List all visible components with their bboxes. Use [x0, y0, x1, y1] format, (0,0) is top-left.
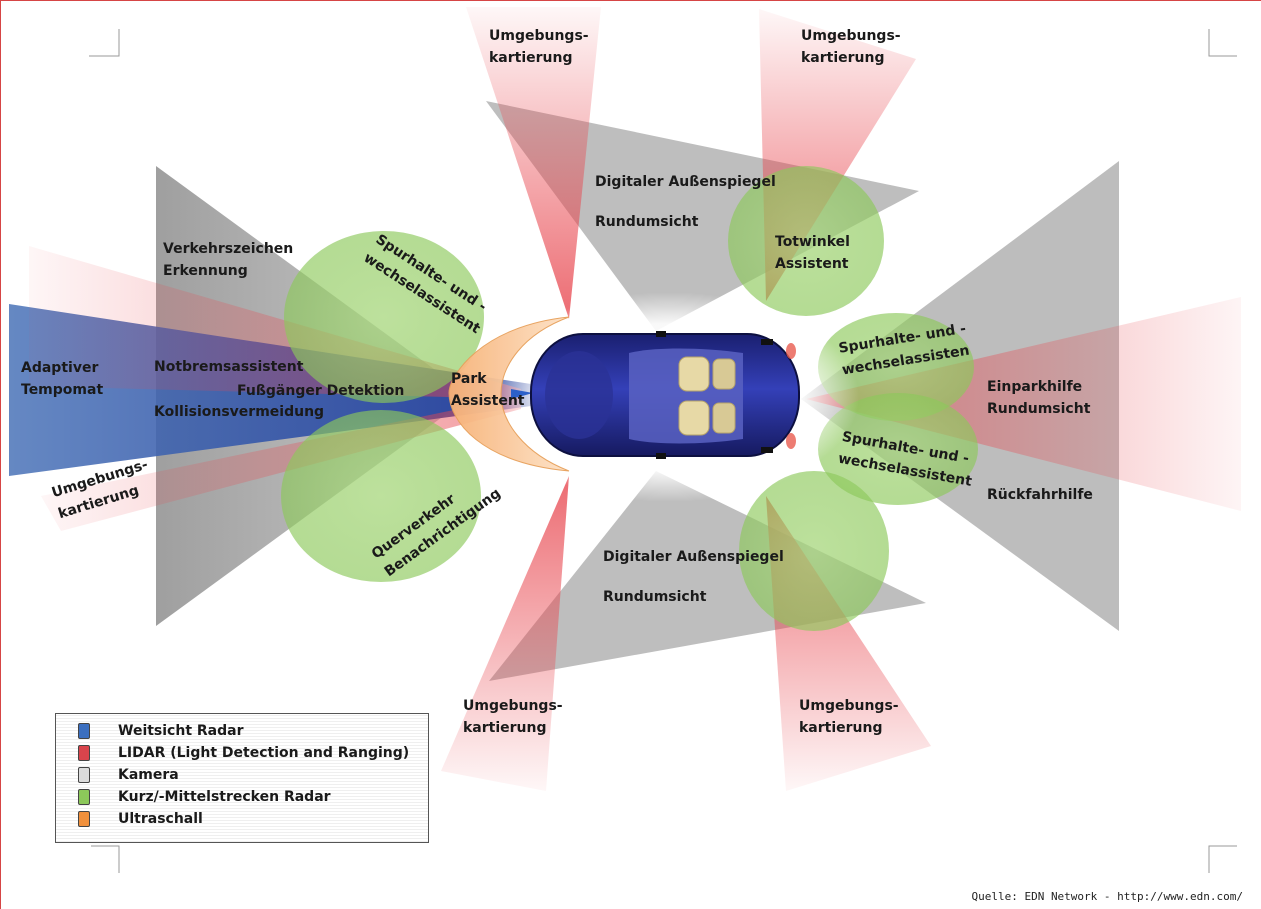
crop-mark-bottom-right: [1208, 845, 1237, 873]
legend-swatch: [78, 811, 90, 827]
label-umgebung-bottom-right: Umgebungs-kartierung: [799, 698, 899, 736]
legend-label: Ultraschall: [118, 811, 203, 827]
camera-sector-top: [486, 101, 919, 331]
car: [530, 331, 800, 459]
label-rueckfahrhilfe: Rückfahrhilfe: [987, 487, 1093, 503]
source-credit: Quelle: EDN Network - http://www.edn.com…: [971, 890, 1243, 903]
crop-mark-bottom-left: [91, 845, 120, 873]
legend-label: Kurz/-Mittelstrecken Radar: [118, 789, 331, 805]
radar-short-top-side: [728, 166, 884, 316]
legend-swatch: [78, 767, 90, 783]
legend-item-kamera: Kamera: [78, 764, 428, 786]
label-notbremsassistent: Notbremsassistent: [154, 359, 304, 375]
label-rundumsicht-bottom: Rundumsicht: [603, 589, 707, 605]
label-digital-mirror-top: Digitaler Außenspiegel: [595, 174, 776, 190]
legend-swatch: [78, 723, 90, 739]
crop-mark-top-right: [1208, 29, 1237, 57]
camera-sector-bottom: [489, 471, 926, 681]
legend-label: LIDAR (Light Detection and Ranging): [118, 745, 410, 761]
legend-label: Weitsicht Radar: [118, 723, 244, 739]
ultrasound-front: [448, 316, 570, 472]
legend-swatch: [78, 789, 90, 805]
label-rundumsicht-top: Rundumsicht: [595, 214, 699, 230]
lidar-beam-rear: [806, 297, 1241, 511]
legend: Weitsicht Radar LIDAR (Light Detection a…: [55, 713, 429, 843]
lidar-beam-bottom-left: [441, 476, 569, 791]
legend-label: Kamera: [118, 767, 179, 783]
label-digital-mirror-bottom: Digitaler Außenspiegel: [603, 549, 784, 565]
label-umgebung-top-left: Umgebungs-kartierung: [489, 28, 589, 66]
legend-swatch: [78, 745, 90, 761]
radar-short-front-right: [281, 410, 481, 582]
legend-item-weitsicht-radar: Weitsicht Radar: [78, 720, 428, 742]
label-umgebung-top-right: Umgebungs-kartierung: [801, 28, 901, 66]
label-umgebung-bottom-left: Umgebungs-kartierung: [463, 698, 563, 736]
lidar-beam-top-left: [466, 7, 601, 319]
radar-short-front-left: [284, 231, 484, 403]
crop-mark-top-left: [89, 29, 120, 57]
legend-item-kurz-mittel-radar: Kurz/-Mittelstrecken Radar: [78, 786, 428, 808]
label-kollisionsvermeidung: Kollisionsvermeidung: [154, 404, 325, 420]
legend-item-lidar: LIDAR (Light Detection and Ranging): [78, 742, 428, 764]
radar-short-bottom-side: [739, 471, 889, 631]
label-fussgaenger: Fußgänger Detektion: [237, 383, 405, 399]
radar-short-rear-lower: [818, 393, 978, 505]
radar-emitter: [511, 389, 533, 399]
legend-item-ultraschall: Ultraschall: [78, 808, 428, 830]
